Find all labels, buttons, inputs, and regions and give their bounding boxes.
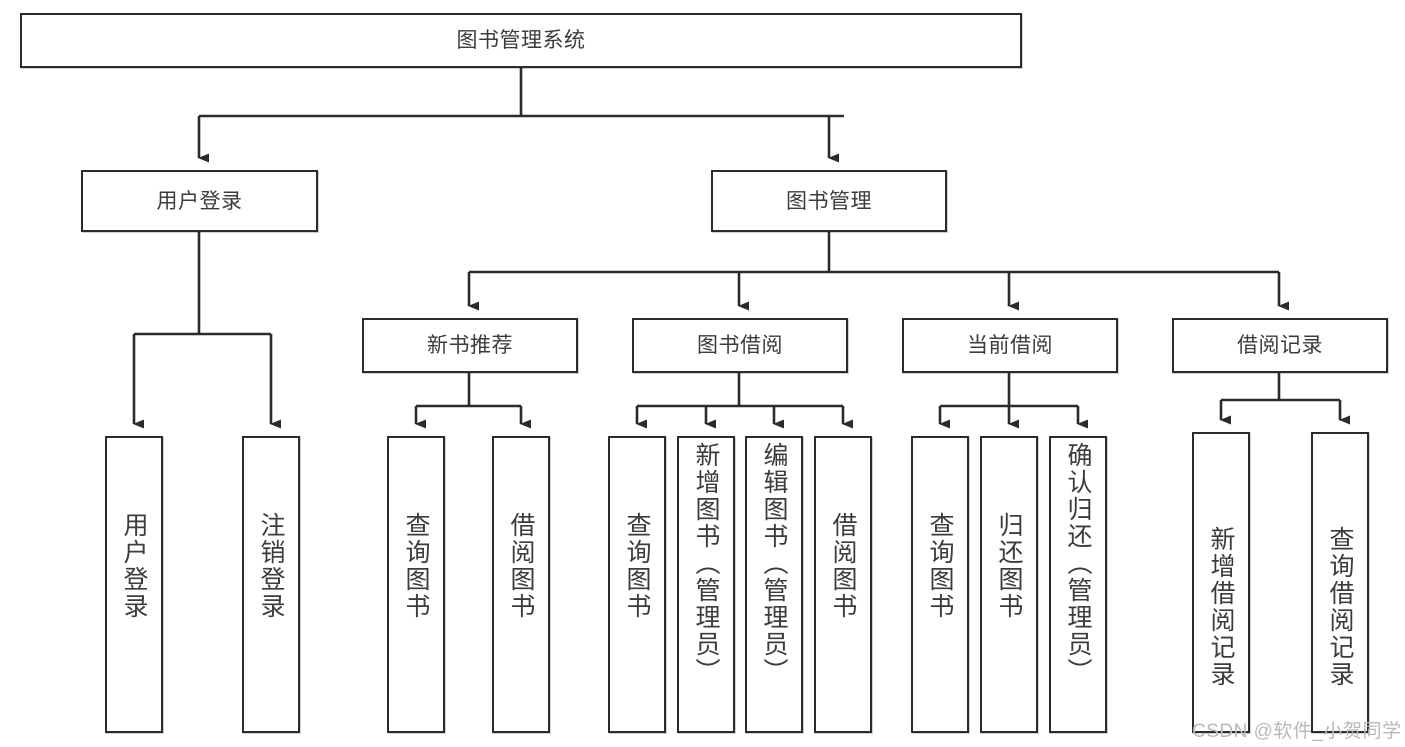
node-label: 注销登录 (257, 512, 285, 620)
node-label: 图书管理系统 (456, 29, 586, 52)
node-label: 编辑图书（管理员） (760, 442, 788, 685)
leaf-user-login-logout[interactable]: 注销登录 (242, 436, 300, 733)
node-label: 当前借阅 (967, 334, 1053, 357)
node-label: 用户登录 (120, 512, 148, 620)
node-label: 用户登录 (156, 189, 243, 213)
leaf-records-query-record[interactable]: 查询借阅记录 (1311, 432, 1369, 733)
leaf-borrow-edit-book-admin[interactable]: 编辑图书（管理员） (745, 436, 803, 733)
node-book-management[interactable]: 图书管理 (711, 170, 947, 232)
node-label: 查询图书 (926, 512, 954, 620)
leaf-borrow-add-book-admin[interactable]: 新增图书（管理员） (677, 436, 735, 733)
leaf-current-return-book[interactable]: 归还图书 (980, 436, 1038, 733)
leaf-current-confirm-return-admin[interactable]: 确认归还（管理员） (1049, 436, 1107, 733)
node-label: 确认归还（管理员） (1064, 442, 1092, 685)
leaf-user-login-login[interactable]: 用户登录 (105, 436, 163, 733)
node-label: 借阅图书 (507, 512, 535, 620)
node-current-borrow[interactable]: 当前借阅 (902, 318, 1118, 373)
node-user-login[interactable]: 用户登录 (81, 170, 318, 232)
leaf-records-add-record[interactable]: 新增借阅记录 (1192, 432, 1250, 733)
node-label: 查询借阅记录 (1326, 526, 1354, 688)
leaf-borrow-query-book[interactable]: 查询图书 (608, 436, 666, 733)
node-label: 借阅图书 (829, 512, 857, 620)
node-label: 归还图书 (995, 512, 1023, 620)
node-label: 查询图书 (402, 512, 430, 620)
node-label: 新书推荐 (427, 334, 513, 357)
node-root-system[interactable]: 图书管理系统 (20, 13, 1022, 68)
node-book-borrow[interactable]: 图书借阅 (632, 318, 848, 373)
node-label: 新增图书（管理员） (692, 442, 720, 685)
node-label: 图书管理 (786, 189, 872, 213)
leaf-borrow-borrow-book[interactable]: 借阅图书 (814, 436, 872, 733)
node-label: 图书借阅 (697, 334, 783, 357)
leaf-current-query-book[interactable]: 查询图书 (911, 436, 969, 733)
leaf-recommend-borrow-book[interactable]: 借阅图书 (492, 436, 550, 733)
node-label: 查询图书 (623, 512, 651, 620)
node-borrow-records[interactable]: 借阅记录 (1172, 318, 1388, 373)
watermark-text: CSDN @软件_小贺同学 (1192, 721, 1402, 742)
leaf-recommend-query-book[interactable]: 查询图书 (387, 436, 445, 733)
node-label: 借阅记录 (1237, 334, 1323, 357)
node-new-book-recommend[interactable]: 新书推荐 (362, 318, 578, 373)
node-label: 新增借阅记录 (1207, 526, 1235, 688)
